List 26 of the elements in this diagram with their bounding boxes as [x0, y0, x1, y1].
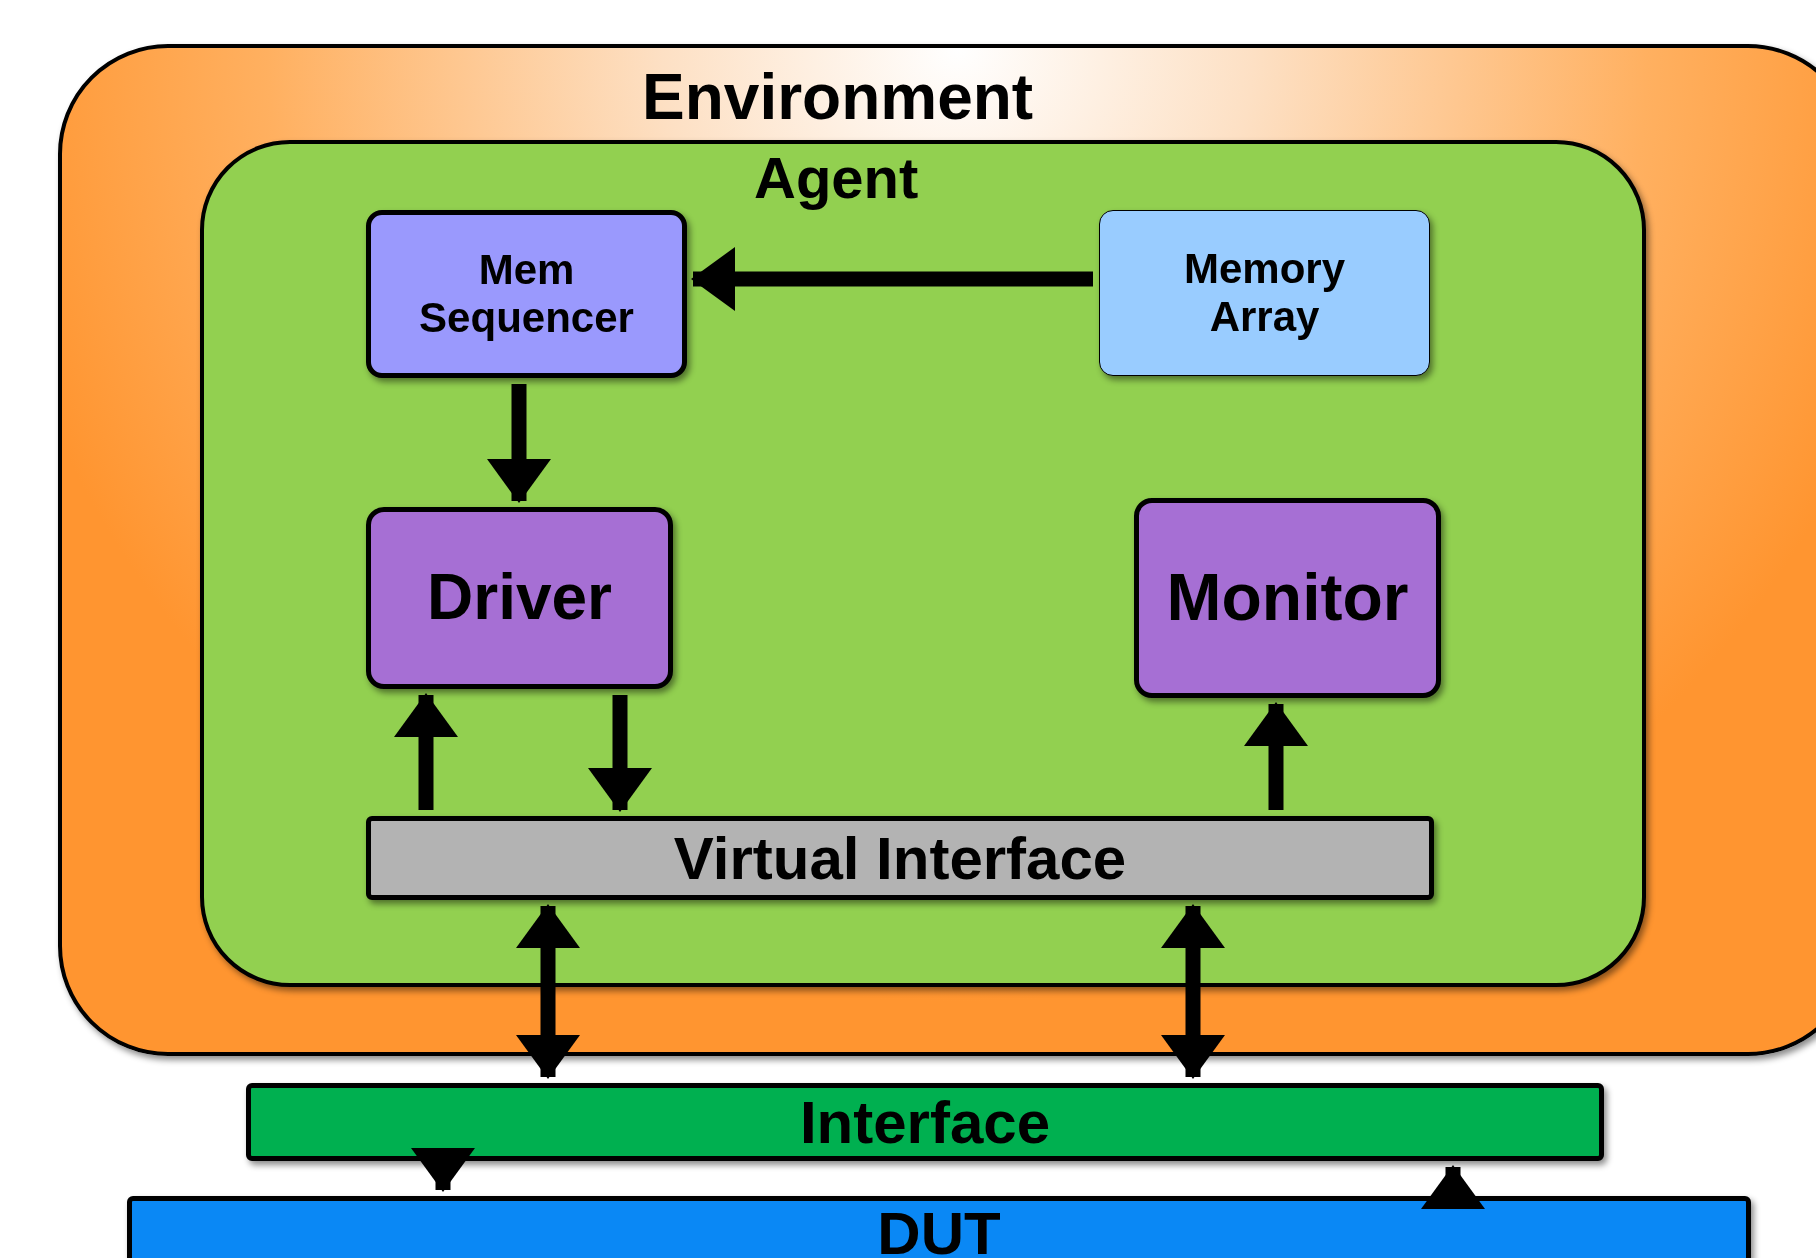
arrow: [691, 247, 1093, 311]
box-label: DUT: [876, 1199, 1002, 1258]
arrow: [1421, 1165, 1485, 1209]
arrow: [588, 695, 652, 812]
component-box: [366, 816, 1434, 900]
arrow: [487, 384, 551, 503]
box-label: Driver: [426, 561, 613, 635]
container-heading: Environment: [642, 62, 1034, 133]
box-label: Interface: [798, 1087, 1052, 1157]
arrow: [516, 904, 580, 1079]
box-label: Memory Array: [1182, 244, 1347, 342]
component-box: [1099, 210, 1430, 376]
component-box: [366, 507, 673, 689]
arrow: [1244, 702, 1308, 810]
container-heading: Agent: [754, 146, 919, 210]
environment-container: [58, 44, 1816, 1056]
box-label: Mem Sequencer: [418, 245, 635, 343]
component-box: [366, 210, 687, 378]
component-box: [1134, 498, 1441, 698]
arrow: [411, 1148, 475, 1192]
agent-container: [200, 140, 1646, 987]
arrow: [394, 693, 458, 810]
arrow: [1161, 904, 1225, 1079]
box-label: Virtual Interface: [672, 823, 1128, 893]
box-label: Monitor: [1165, 560, 1410, 636]
component-box: [246, 1083, 1604, 1161]
